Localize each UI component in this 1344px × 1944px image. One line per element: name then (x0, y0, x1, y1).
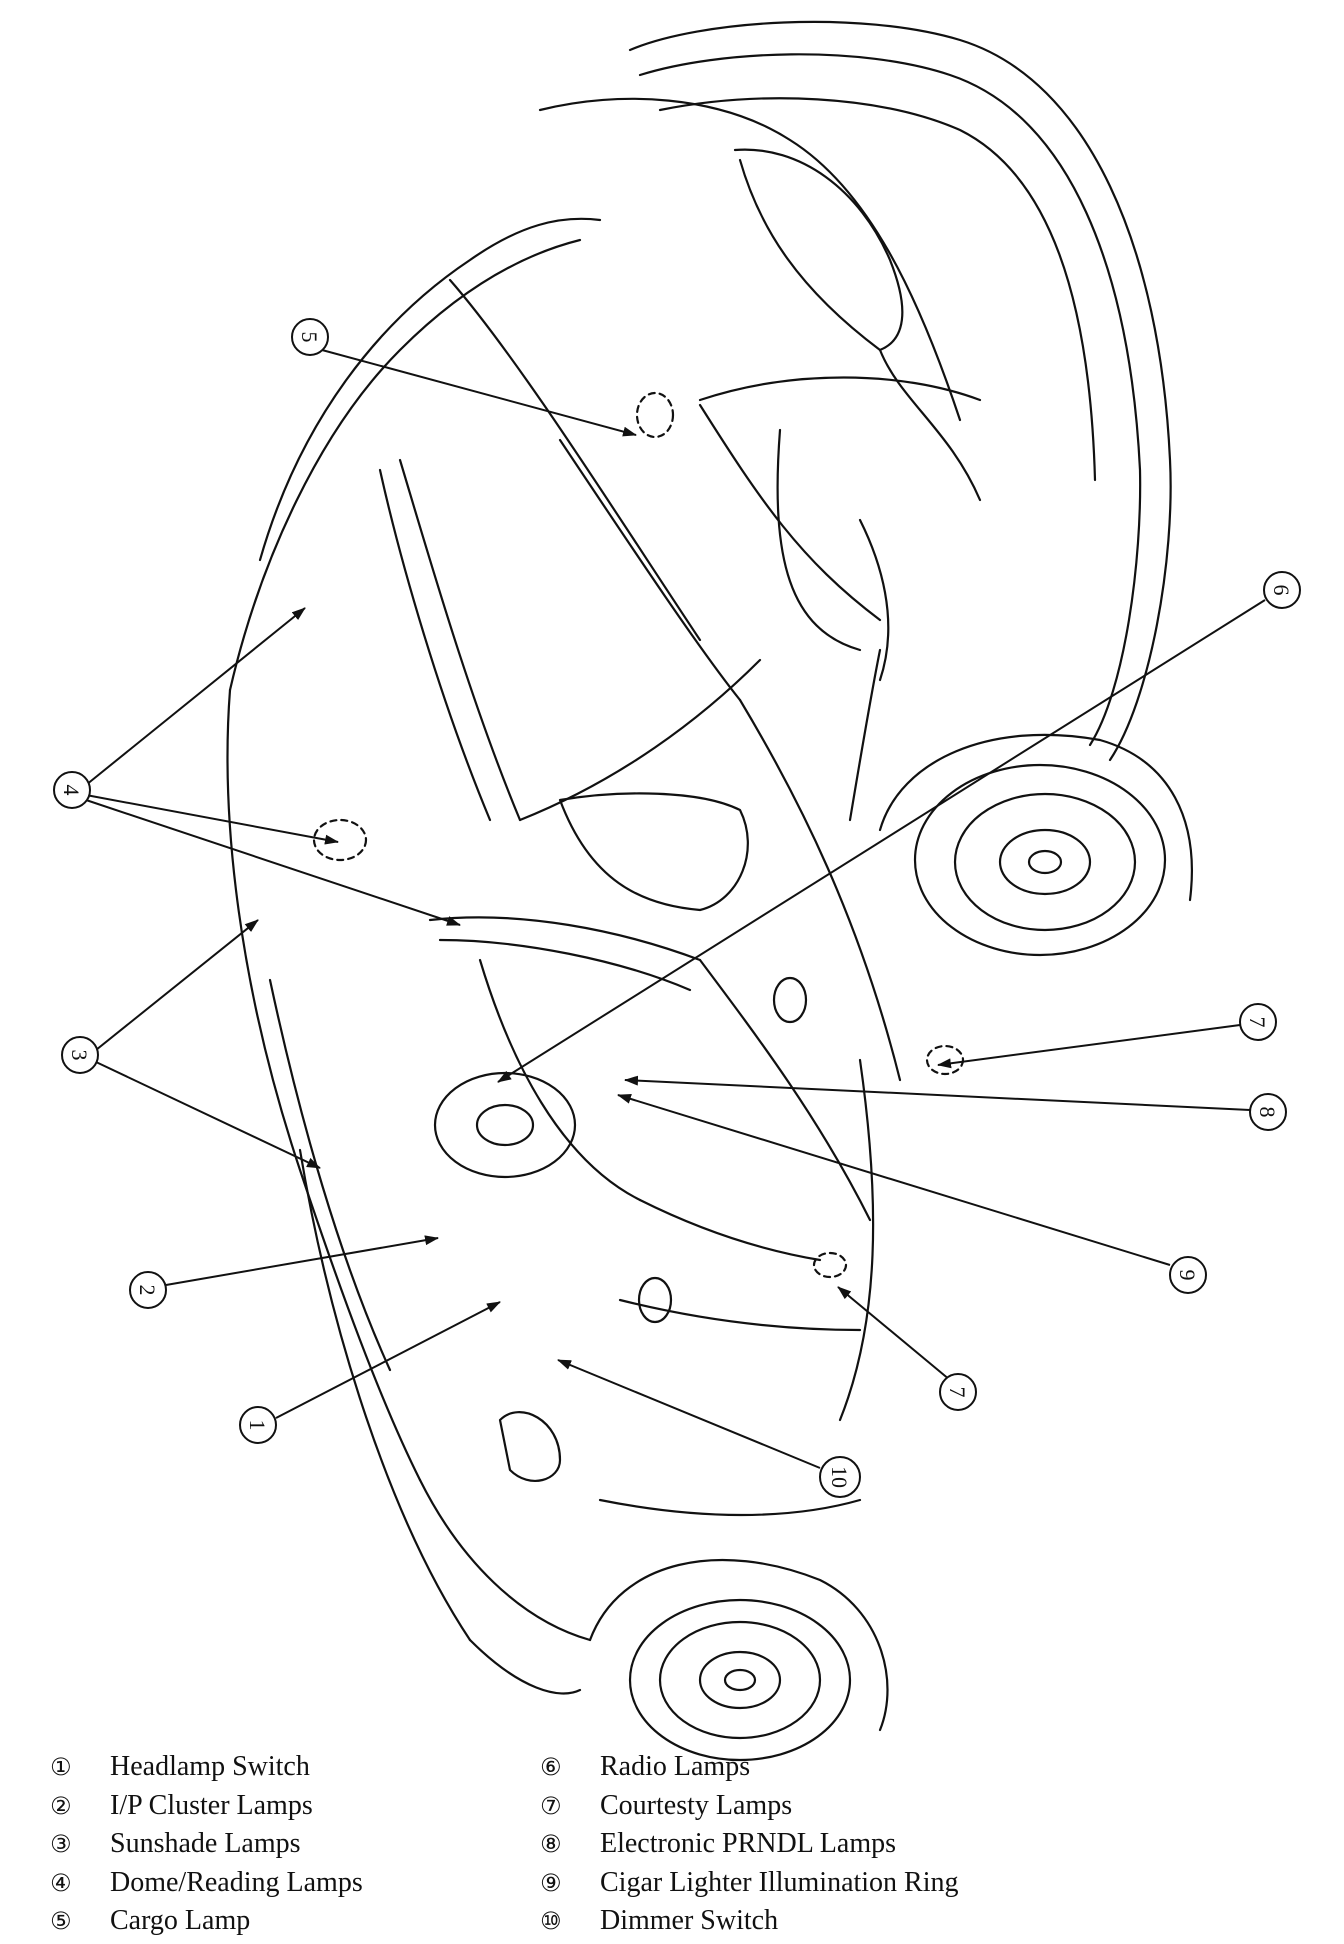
legend-item-2: ② I/P Cluster Lamps (50, 1787, 363, 1826)
leader-9 (617, 1094, 1171, 1266)
legend-marker-10: ⑩ (540, 1907, 562, 1935)
callout-leaders (85, 349, 1266, 1469)
leader-5 (321, 349, 637, 437)
leader-3a (95, 919, 259, 1051)
leader-4b (85, 794, 339, 845)
callout-2-number: 2 (135, 1285, 160, 1296)
leader-8 (624, 1075, 1251, 1111)
legend-item-5: ⑤ Cargo Lamp (50, 1902, 363, 1941)
legend-marker-3: ③ (50, 1830, 72, 1858)
legend-marker-1: ① (50, 1753, 72, 1781)
callout-7a-number: 7 (1245, 1017, 1270, 1028)
callout-6-number: 6 (1269, 585, 1294, 596)
legend-label-2: I/P Cluster Lamps (110, 1789, 313, 1821)
callout-1: 1 (239, 1406, 277, 1444)
leader-7b (837, 1286, 951, 1381)
legend-item-6: ⑥ Radio Lamps (540, 1748, 959, 1787)
callout-3-number: 3 (67, 1050, 92, 1061)
legend-item-9: ⑨ Cigar Lighter Illumination Ring (540, 1864, 959, 1903)
legend-item-4: ④ Dome/Reading Lamps (50, 1864, 363, 1903)
callout-9: 9 (1169, 1256, 1207, 1294)
callout-2: 2 (129, 1271, 167, 1309)
legend-label-3: Sunshade Lamps (110, 1828, 301, 1859)
legend-label-7: Courtesty Lamps (600, 1789, 793, 1821)
callout-6: 6 (1263, 571, 1301, 609)
legend-marker-6: ⑥ (540, 1753, 562, 1781)
legend-label-6: Radio Lamps (600, 1751, 751, 1782)
legend-label-10: Dimmer Switch (600, 1905, 779, 1936)
legend-label-8: Electronic PRNDL Lamps (600, 1828, 897, 1859)
legend-marker-9: ⑨ (540, 1868, 562, 1897)
callout-8-number: 8 (1255, 1107, 1280, 1118)
vehicle-outline (226, 20, 1193, 1762)
leader-7a (937, 1024, 1241, 1069)
callout-7b-number: 7 (945, 1387, 970, 1398)
callout-circles: 5 4 6 3 7 8 9 2 7 1 10 (53, 318, 1301, 1498)
legend-item-7: ⑦ Courtesty Lamps (540, 1787, 959, 1826)
leader-4c (85, 799, 461, 926)
legend-item-1: ① Headlamp Switch (50, 1748, 363, 1787)
legend-left-column: ① Headlamp Switch ② I/P Cluster Lamps ③ … (50, 1748, 363, 1941)
callout-9-number: 9 (1175, 1270, 1200, 1281)
legend-item-10: ⑩ Dimmer Switch (540, 1902, 959, 1941)
legend-item-3: ③ Sunshade Lamps (50, 1825, 363, 1864)
legend-marker-5: ⑤ (50, 1907, 72, 1935)
legend-marker-2: ② (50, 1791, 72, 1820)
callout-7a: 7 (1239, 1003, 1277, 1041)
leader-3b (95, 1061, 321, 1169)
callout-5-number: 5 (297, 332, 322, 343)
callout-7b: 7 (939, 1373, 977, 1411)
callout-8: 8 (1249, 1093, 1287, 1131)
legend-marker-7: ⑦ (540, 1791, 562, 1820)
legend-label-4: Dome/Reading Lamps (110, 1866, 363, 1898)
legend-marker-8: ⑧ (540, 1830, 562, 1858)
legend-label-1: Headlamp Switch (110, 1751, 310, 1782)
callout-4: 4 (53, 771, 91, 809)
callout-10-number: 10 (827, 1466, 852, 1488)
leader-10 (557, 1359, 821, 1469)
leader-6 (497, 599, 1266, 1083)
callout-4-number: 4 (59, 785, 84, 796)
legend-marker-4: ④ (50, 1868, 72, 1897)
legend-item-8: ⑧ Electronic PRNDL Lamps (540, 1825, 959, 1864)
callout-3: 3 (61, 1036, 99, 1074)
callout-10: 10 (819, 1456, 861, 1498)
callout-5: 5 (291, 318, 329, 356)
leader-2 (165, 1235, 439, 1286)
leader-1 (275, 1301, 501, 1419)
legend-right-column: ⑥ Radio Lamps ⑦ Courtesty Lamps ⑧ Electr… (540, 1748, 959, 1941)
legend-label-5: Cargo Lamp (110, 1905, 251, 1936)
leader-4a (85, 607, 306, 786)
legend-label-9: Cigar Lighter Illumination Ring (600, 1866, 959, 1898)
callout-1-number: 1 (245, 1420, 270, 1431)
